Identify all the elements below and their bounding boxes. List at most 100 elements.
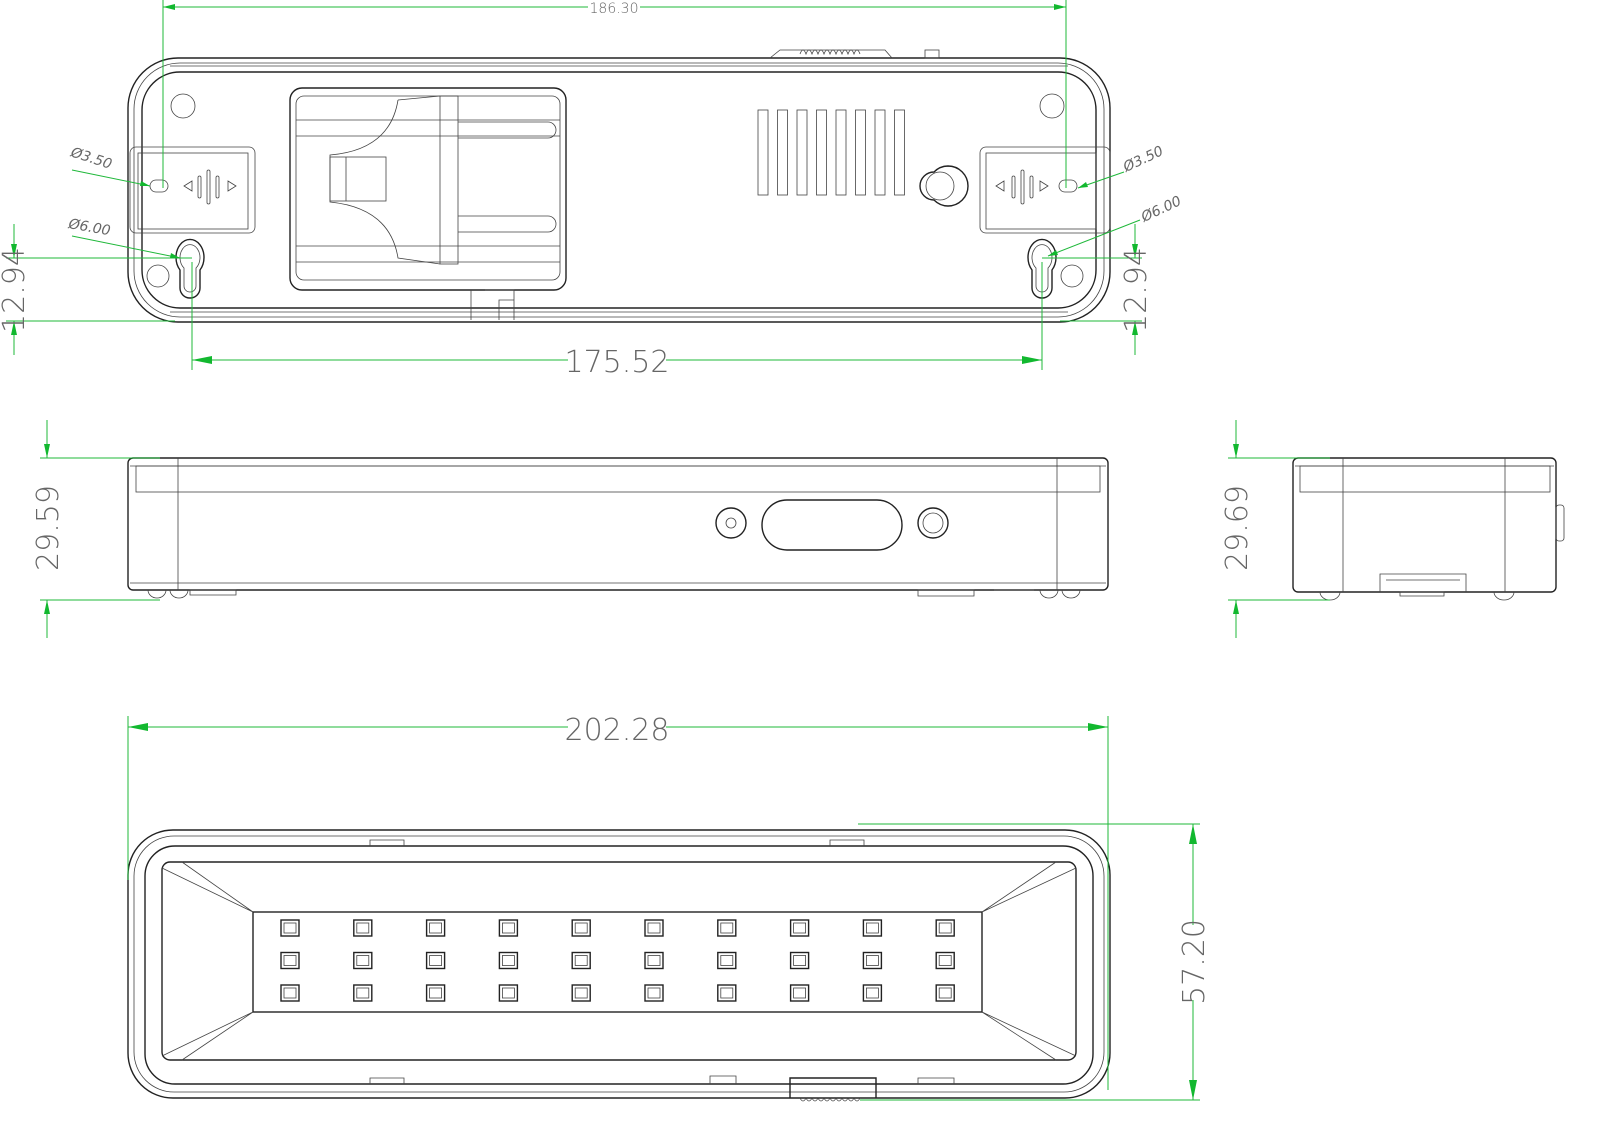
- dimension-label: 29.69: [1220, 485, 1255, 571]
- vent-slot: [777, 109, 788, 196]
- led: [935, 984, 955, 1002]
- led-panel: [252, 911, 983, 1013]
- dimension-label: Ø6.00: [1138, 193, 1184, 226]
- vent-slot: [796, 109, 808, 196]
- led-lens: [429, 922, 443, 934]
- led: [644, 951, 664, 970]
- mount-tab-right: [979, 146, 1111, 234]
- led: [789, 951, 810, 970]
- callout-keyhole-left: Ø6.00: [66, 216, 181, 259]
- dimension-label: 12.94: [1119, 247, 1154, 333]
- led-lens: [356, 955, 370, 966]
- led-lens: [793, 955, 806, 966]
- led-lens: [647, 922, 661, 934]
- back-view: [127, 49, 1111, 323]
- vent-slot: [855, 109, 866, 196]
- led-lens: [938, 922, 952, 934]
- dimension-front-width: 202.28: [127, 713, 1109, 1090]
- led: [862, 951, 883, 970]
- dimension-mount-spacing: 175.52: [191, 262, 1043, 380]
- led-lens: [720, 922, 734, 934]
- led-lens: [574, 987, 588, 999]
- dimension-end-height: 29.69: [1220, 420, 1330, 638]
- led: [717, 984, 737, 1002]
- side-view: [127, 457, 1109, 599]
- led-lens: [866, 987, 879, 999]
- end-view: [1292, 457, 1565, 601]
- led: [571, 919, 591, 937]
- screw-hole: [1039, 93, 1065, 119]
- dimension-label: 202.28: [565, 713, 670, 748]
- led: [498, 919, 519, 937]
- charge-indicator-led: [715, 507, 747, 539]
- led-lens: [574, 922, 588, 934]
- vent-slot: [894, 109, 905, 196]
- led: [498, 984, 519, 1002]
- led-array: [280, 919, 955, 1002]
- top-button-knurl: [769, 49, 940, 59]
- callout-slot-right: Ø3.50: [1077, 143, 1166, 189]
- dimension-mount-offset-right: 12.94: [1042, 224, 1154, 355]
- led: [935, 951, 955, 970]
- screw-hole: [170, 93, 196, 119]
- vent-slots: [757, 109, 905, 196]
- led: [571, 951, 591, 970]
- led-lens: [283, 955, 297, 966]
- dimension-label: 175.52: [565, 345, 670, 380]
- dimension-label: Ø3.50: [68, 144, 114, 173]
- led-lens: [938, 987, 952, 999]
- dimension-label: 29.59: [31, 485, 66, 571]
- led: [862, 919, 883, 937]
- led: [498, 951, 519, 970]
- led-lens: [720, 955, 734, 966]
- keyhole-left: [175, 238, 205, 299]
- dimension-side-height: 29.59: [31, 420, 160, 638]
- led: [644, 984, 664, 1002]
- screw-hole: [146, 264, 170, 288]
- keyhole-center: [919, 165, 969, 207]
- led: [280, 951, 300, 970]
- led-lens: [429, 987, 443, 999]
- dimension-front-height: 57.20: [858, 823, 1212, 1101]
- led: [717, 919, 737, 937]
- led-lens: [501, 922, 515, 934]
- led: [353, 919, 373, 937]
- led: [862, 984, 883, 1002]
- test-button: [917, 507, 949, 539]
- led: [353, 951, 373, 970]
- led-lens: [866, 922, 879, 934]
- dimension-label: 57.20: [1177, 919, 1212, 1005]
- led-lens: [356, 987, 370, 999]
- vent-slot: [757, 109, 769, 196]
- callout-keyhole-right: Ø6.00: [1047, 193, 1184, 257]
- vent-slot: [874, 109, 886, 196]
- led: [644, 919, 664, 937]
- led-lens: [866, 955, 879, 966]
- led-lens: [793, 987, 806, 999]
- led: [353, 984, 373, 1002]
- led-lens: [356, 922, 370, 934]
- led: [935, 919, 955, 937]
- led: [280, 919, 300, 937]
- dimension-label: 186.30: [590, 1, 639, 17]
- led-lens: [938, 955, 952, 966]
- led-lens: [793, 922, 806, 934]
- led-lens: [283, 987, 297, 999]
- vent-slot: [816, 109, 827, 196]
- led-lens: [647, 955, 661, 966]
- led-lens: [647, 987, 661, 999]
- mount-tab-left: [129, 146, 256, 234]
- dimension-label: Ø6.00: [66, 216, 111, 239]
- led: [789, 984, 810, 1002]
- led-lens: [501, 955, 515, 966]
- led-lens: [429, 955, 443, 966]
- led-lens: [574, 955, 588, 966]
- led: [717, 951, 737, 970]
- led: [571, 984, 591, 1002]
- dimension-mount-offset-left: 12.94: [0, 224, 192, 355]
- switch-window: [761, 499, 903, 551]
- led-lens: [720, 987, 734, 999]
- dimension-top-width: 186.30: [162, 0, 1067, 188]
- front-view: [127, 829, 1111, 1102]
